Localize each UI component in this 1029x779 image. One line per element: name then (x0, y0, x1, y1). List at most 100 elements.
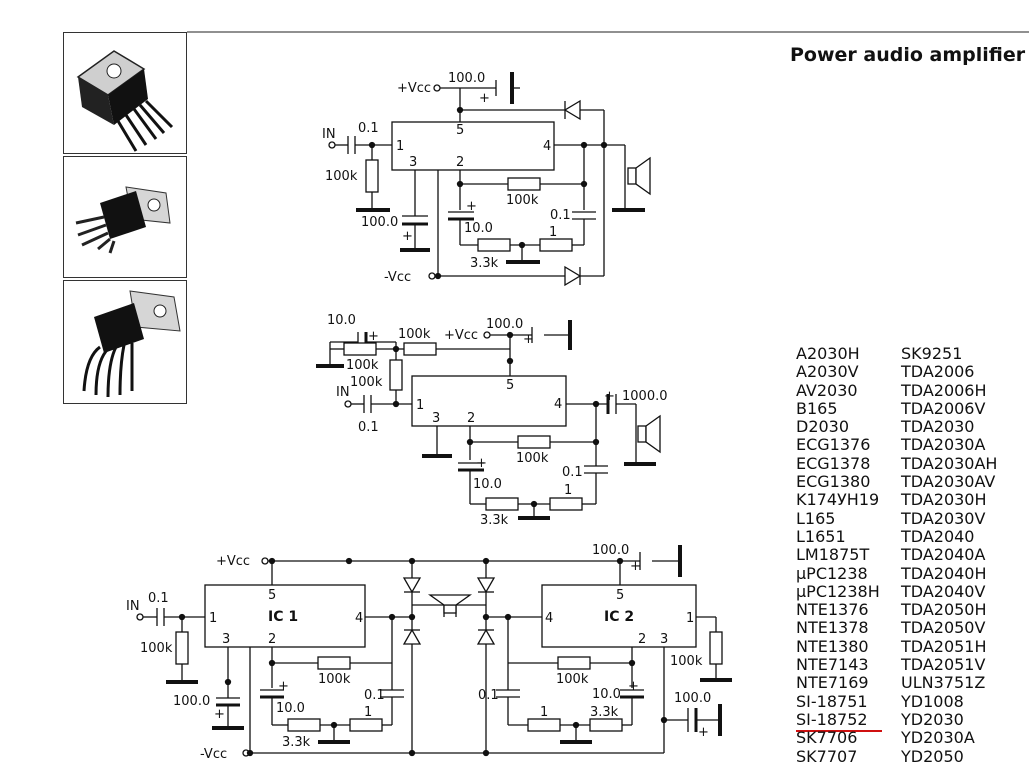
c2-c-fb-pol: + (476, 456, 487, 471)
c1-r-fb-label: 100k (506, 193, 539, 208)
c3-ic2-pin4: 4 (545, 611, 553, 626)
c3-c-fb1-pol: + (278, 679, 289, 694)
circuit-2-labels: 10.0 + 100k 100k 100k +Vcc 100.0 + + 100… (327, 313, 668, 528)
part-number: TDA2006V (901, 398, 986, 418)
part-number: TDA2030A (901, 435, 986, 455)
package-thumbnail-3 (63, 280, 187, 404)
part-number: TDA2051V (901, 655, 986, 675)
part-number: ULN3751Z (901, 673, 986, 693)
part-number: μPC1238H (796, 581, 880, 601)
c3-ic1-pin3: 3 (222, 632, 230, 647)
c1-r-zobel-label: 1 (549, 225, 557, 240)
c3-ic1-pin5: 5 (268, 588, 276, 603)
c3-c-fb2-pol: + (628, 679, 639, 694)
c2-c-bias-label: 10.0 (327, 313, 356, 328)
part-number: YD2030A (901, 728, 975, 748)
to220-angled-package-icon (82, 290, 181, 398)
c1-pin4: 4 (543, 139, 551, 154)
part-number: A2030H (796, 344, 860, 363)
c2-c-bias-pol: + (368, 329, 379, 344)
c2-pin3: 3 (432, 411, 440, 426)
c3-ic1-pin4: 4 (355, 611, 363, 626)
c3-c-supply-label: 100.0 (592, 543, 629, 558)
c3-r-fb2-label: 100k (556, 672, 589, 687)
c2-c-fb-label: 10.0 (473, 477, 502, 492)
circuit-3 (136, 545, 732, 757)
c2-pin1: 1 (416, 398, 424, 413)
part-number: NTE1376 (796, 600, 869, 620)
to220-bent-package-icon (75, 186, 171, 254)
part-number: NTE7143 (796, 655, 869, 675)
c3-in-label: IN (126, 599, 140, 614)
part-number: ECG1376 (796, 435, 871, 455)
part-number: YD2050 (901, 746, 964, 766)
part-number: NTE1378 (796, 618, 869, 638)
part-number: D2030 (796, 417, 850, 437)
c1-r-fb2-label: 3.3k (470, 256, 499, 271)
part-number: NTE1380 (796, 636, 869, 656)
c1-pin2: 2 (456, 155, 464, 170)
c1-c-fb-label: 10.0 (464, 221, 493, 236)
part-number: YD1008 (901, 691, 964, 711)
c3-c-fb2-label: 10.0 (592, 687, 621, 702)
part-number: TDA2030V (901, 508, 986, 528)
part-number: TDA2050H (901, 600, 987, 620)
c2-vcc-pos-label: +Vcc (444, 328, 478, 343)
c3-ic2-label: IC 2 (604, 609, 634, 625)
c1-r-in-label: 100k (325, 169, 358, 184)
c1-c-in-label: 0.1 (358, 121, 379, 136)
part-number: TDA2030AH (901, 453, 998, 473)
part-number: SK7707 (796, 746, 858, 766)
part-number: ECG1378 (796, 453, 871, 473)
part-number: AV2030 (796, 380, 858, 400)
ic-amplifier-2 (411, 375, 567, 427)
c3-vcc-pos-label: +Vcc (216, 554, 250, 569)
part-number: ECG1380 (796, 472, 871, 492)
c3-c-in-label: 0.1 (148, 591, 169, 606)
c2-pin5: 5 (506, 378, 514, 393)
package-thumbnail-1 (63, 32, 187, 154)
part-number: TDA2030 (901, 417, 975, 437)
c2-r-bias-top-label: 100k (398, 327, 431, 342)
c3-r-zobel2-label: 1 (540, 705, 548, 720)
c3-c-zobel1-label: 0.1 (364, 688, 385, 703)
circuit-1 (328, 72, 651, 287)
circuit-2 (316, 320, 661, 520)
c1-c-zobel-label: 0.1 (550, 208, 571, 223)
c3-r-in-label: 100k (140, 641, 173, 656)
c1-c-supply-label: 100.0 (448, 71, 485, 86)
c1-vcc-pos-label: +Vcc (397, 81, 431, 96)
c3-r-fbg2-label: 3.3k (590, 705, 619, 720)
c1-c-bypass-pol: + (402, 229, 413, 244)
part-number: SK7706 (796, 728, 858, 748)
part-number: B165 (796, 398, 838, 418)
c3-vcc-neg-label: -Vcc (200, 747, 227, 762)
c3-ic2-pin5: 5 (616, 588, 624, 603)
circuit-1-labels: +Vcc 100.0 + IN 0.1 100k 100.0 + 10.0 + … (322, 71, 571, 285)
page-title: Power audio amplifier (790, 44, 1026, 66)
c1-in-label: IN (322, 127, 336, 142)
part-number: μPC1238 (796, 563, 868, 583)
part-number: TDA2040H (901, 563, 987, 583)
c3-ic2-pin2: 2 (638, 632, 646, 647)
c3-c-zobel2-label: 0.1 (478, 688, 499, 703)
c3-c-supply-pol: + (630, 559, 641, 574)
part-number: TDA2050V (901, 618, 986, 638)
c3-r-zobel1-label: 1 (364, 705, 372, 720)
part-number: TDA2040A (901, 545, 986, 565)
ic-amplifier-1 (391, 121, 555, 171)
part-number: K174УН19 (796, 490, 880, 510)
part-number: YD2030 (901, 709, 964, 729)
c2-c-zobel-label: 0.1 (562, 465, 583, 480)
c3-c-bypass1-pol: + (214, 707, 225, 722)
c2-r-fb2-label: 3.3k (480, 513, 509, 528)
part-number: TDA2030AV (901, 472, 996, 492)
c2-r-bias2-label: 100k (350, 375, 383, 390)
c2-r-bias1-label: 100k (346, 358, 379, 373)
ic-2-box (541, 584, 697, 648)
part-number: TDA2040 (901, 526, 975, 546)
c1-c-supply-pol: + (479, 91, 490, 106)
c3-ic1-pin2: 2 (268, 632, 276, 647)
